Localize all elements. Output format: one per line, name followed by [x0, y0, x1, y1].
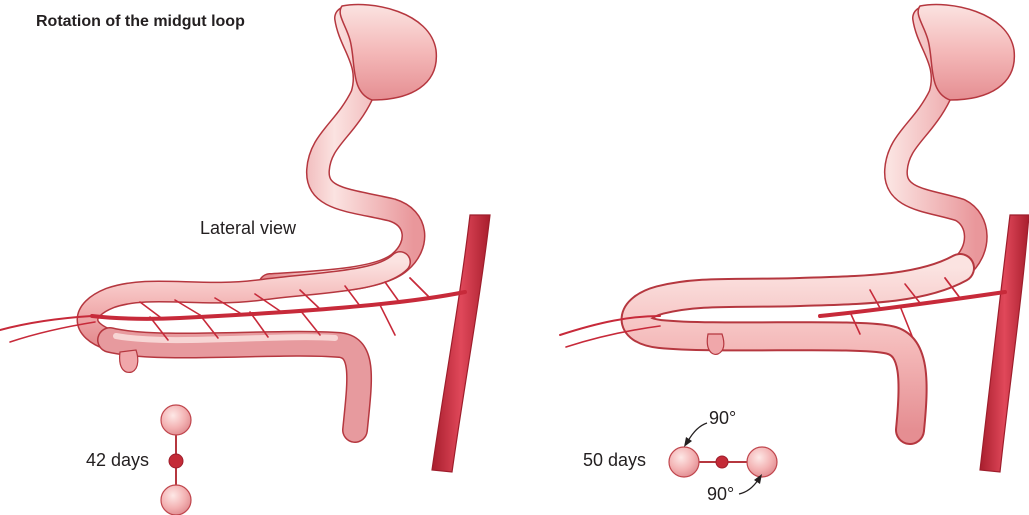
aorta-right: [980, 215, 1029, 472]
rotation-label-top: 90°: [709, 409, 736, 427]
lower-limb-node: [747, 447, 777, 477]
orientation-schematic-42-days: [161, 405, 191, 515]
rotation-arrow-bottom: [739, 480, 758, 494]
age-label-50-days: 50 days: [583, 451, 646, 469]
lower-limb-node: [161, 485, 191, 515]
age-label-42-days: 42 days: [86, 451, 149, 469]
upper-limb-node: [161, 405, 191, 435]
right-panel-illustration: [560, 5, 1029, 494]
aorta-left: [432, 215, 490, 472]
artery-node: [716, 456, 728, 468]
artery-node: [169, 454, 183, 468]
vitelline-duct-left: [120, 350, 138, 372]
upper-limb-node: [669, 447, 699, 477]
rotation-arrow-top: [688, 423, 707, 441]
vitelline-duct-right: [707, 334, 724, 354]
rotation-label-bottom: 90°: [707, 485, 734, 503]
figure-title: Rotation of the midgut loop: [36, 14, 245, 30]
view-label: Lateral view: [200, 219, 296, 237]
left-panel-illustration: [0, 5, 490, 515]
